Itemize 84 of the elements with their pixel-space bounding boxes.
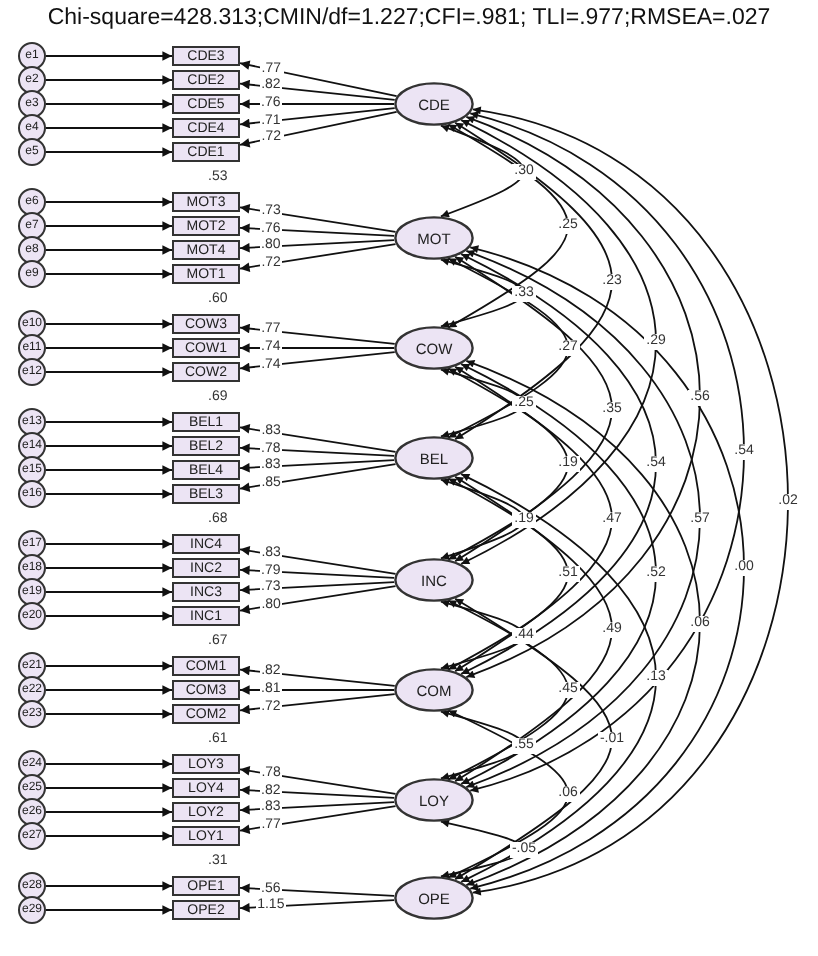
double-headed-arrow <box>447 709 569 879</box>
arrow <box>239 899 396 913</box>
arrow <box>239 581 396 595</box>
double-headed-arrow <box>447 123 569 329</box>
arrow <box>45 759 173 769</box>
arrow <box>45 123 173 133</box>
arrow <box>239 585 397 614</box>
arrow <box>45 563 173 573</box>
arrow <box>239 883 396 897</box>
title: Chi-square=428.313;CMIN/df=1.227;CFI=.981; TLI=.977;RMSEA=.027 <box>45 6 773 30</box>
double-headed-arrow <box>469 246 745 890</box>
arrow <box>239 223 396 237</box>
double-headed-arrow <box>460 473 657 883</box>
arrow <box>239 665 396 687</box>
arrow <box>239 60 398 98</box>
arrow <box>239 443 396 457</box>
arrow <box>45 807 173 817</box>
double-headed-arrow <box>454 255 613 563</box>
double-headed-arrow <box>465 116 701 678</box>
arrow <box>239 323 396 345</box>
arrow <box>45 709 173 719</box>
double-headed-arrow <box>447 367 569 561</box>
arrow <box>239 110 398 148</box>
arrow <box>45 465 173 475</box>
arrow <box>239 459 396 473</box>
arrow <box>239 801 396 815</box>
arrow <box>45 611 173 621</box>
arrow <box>239 546 397 575</box>
arrow <box>45 343 173 353</box>
arrow <box>239 351 396 373</box>
arrow <box>239 565 396 579</box>
arrow <box>45 221 173 231</box>
arrow <box>45 367 173 377</box>
arrow <box>239 693 396 715</box>
double-headed-arrow <box>447 477 569 671</box>
double-headed-arrow <box>447 599 569 781</box>
arrow <box>239 243 397 272</box>
arrow <box>239 685 395 695</box>
double-headed-arrow <box>454 365 613 673</box>
arrow <box>45 197 173 207</box>
double-headed-arrow <box>471 107 789 895</box>
arrow <box>45 75 173 85</box>
arrow <box>45 417 173 427</box>
arrow <box>239 343 395 353</box>
double-headed-arrow <box>465 360 701 886</box>
arrow <box>45 539 173 549</box>
double-headed-arrow <box>460 119 657 565</box>
double-headed-arrow <box>454 475 613 783</box>
arrow <box>45 319 173 329</box>
arrow <box>45 881 173 891</box>
arrow <box>239 805 397 834</box>
arrow <box>239 204 397 233</box>
arrow <box>45 831 173 841</box>
arrow <box>45 661 173 671</box>
arrow <box>45 685 173 695</box>
arrow <box>45 147 173 157</box>
arrow <box>45 51 173 61</box>
arrow <box>239 766 397 795</box>
arrow <box>239 107 396 129</box>
arrow <box>239 785 396 799</box>
arrow <box>45 905 173 915</box>
arrow <box>45 99 173 109</box>
arrow <box>45 783 173 793</box>
arrow <box>45 269 173 279</box>
arrow <box>239 79 396 101</box>
double-headed-arrow <box>447 257 569 439</box>
arrow <box>239 99 395 109</box>
arrow <box>45 489 173 499</box>
double-headed-arrow <box>454 121 613 441</box>
arrow <box>45 441 173 451</box>
arrow <box>239 424 397 453</box>
double-headed-arrow <box>440 709 525 781</box>
double-headed-arrow <box>454 597 613 881</box>
double-headed-arrow <box>460 363 657 785</box>
double-headed-arrow <box>440 124 525 218</box>
double-headed-arrow <box>440 478 525 560</box>
double-headed-arrow <box>460 253 657 675</box>
arrow <box>45 587 173 597</box>
double-headed-arrow <box>440 599 525 671</box>
arrow <box>239 239 396 253</box>
arrow <box>239 463 397 492</box>
arrow <box>45 245 173 255</box>
double-headed-arrow <box>469 112 745 792</box>
double-headed-arrow <box>465 250 701 788</box>
